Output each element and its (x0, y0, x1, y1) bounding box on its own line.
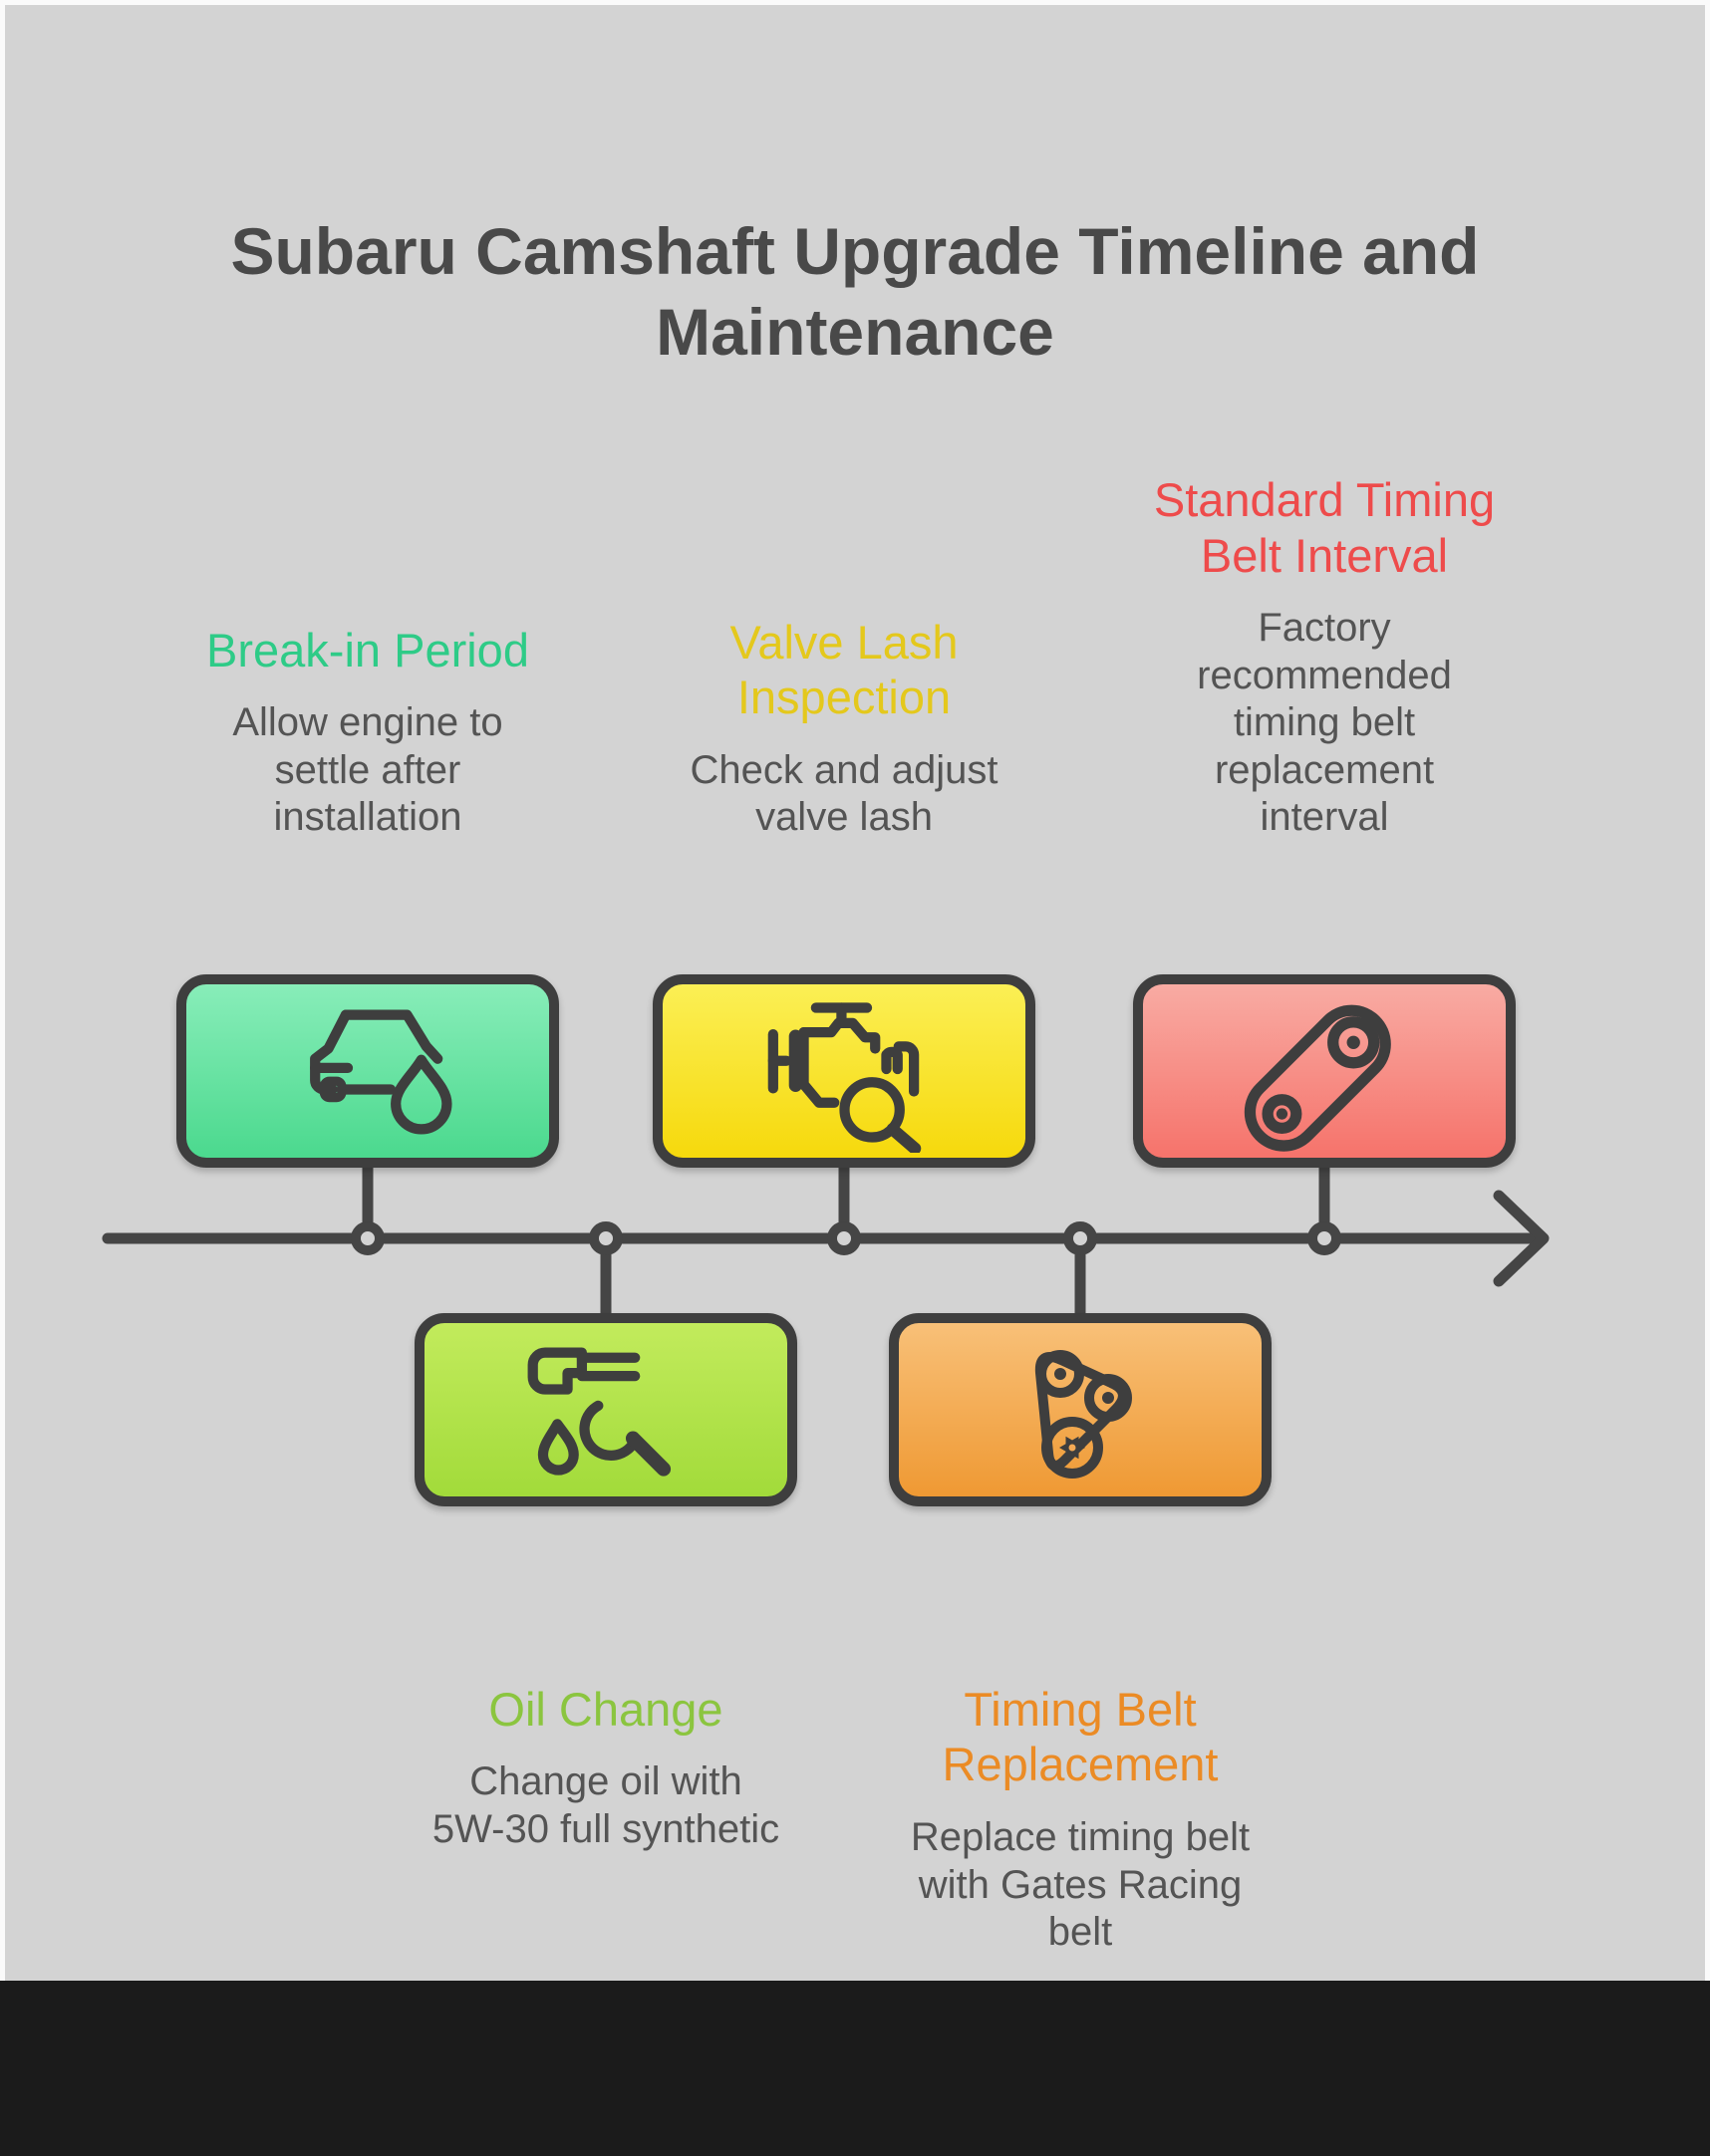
page-title: Subaru Camshaft Upgrade Timeline and Mai… (230, 214, 1480, 369)
milestone-text-oil-change: Oil Change Change oil with 5W-30 full sy… (417, 1682, 795, 1854)
belt-three-pulleys-icon (1034, 1350, 1132, 1479)
milestone-text-timing-belt-replacement: Timing Belt Replacement Replace timing b… (891, 1682, 1270, 1957)
milestone-title: Valve Lash Inspection (729, 615, 959, 724)
milestone-card-break-in-period (176, 974, 559, 1168)
milestone-description: Allow engine to settle after installatio… (232, 700, 503, 840)
engine-magnifier-shapes (767, 1002, 921, 1153)
belt-three-pulleys-shapes (1034, 1350, 1132, 1479)
milestone-description: Change oil with 5W-30 full synthetic (431, 1759, 780, 1852)
milestone-card-oil-change (415, 1313, 797, 1506)
milestone-description: Check and adjust valve lash (690, 747, 998, 840)
milestone-card-timing-belt-replacement (889, 1313, 1272, 1506)
belt-two-pulleys-icon (1244, 1004, 1391, 1152)
milestone-title: Oil Change (488, 1683, 723, 1736)
milestone-text-standard-timing-belt-interval: Standard Timing Belt Interval Factory re… (1135, 472, 1514, 842)
belt-two-pulleys-shapes (1244, 1004, 1391, 1152)
engine-magnifier-icon (767, 1002, 921, 1153)
milestone-description: Factory recommended timing belt replacem… (1197, 606, 1452, 840)
footer-bar (0, 1981, 1710, 2156)
car-oil-drop-shapes (309, 1009, 452, 1135)
milestone-card-valve-lash-inspection (653, 974, 1035, 1168)
milestone-card-standard-timing-belt-interval (1133, 974, 1516, 1168)
car-oil-drop-icon (309, 1009, 452, 1135)
milestone-title: Timing Belt Replacement (942, 1683, 1219, 1791)
milestone-text-break-in-period: Break-in Period Allow engine to settle a… (198, 623, 537, 842)
milestone-text-valve-lash-inspection: Valve Lash Inspection Check and adjust v… (655, 615, 1033, 842)
oil-nozzle-wrench-icon (527, 1347, 671, 1477)
milestone-title: Standard Timing Belt Interval (1153, 473, 1496, 582)
milestone-description: Replace timing belt with Gates Racing be… (910, 1814, 1251, 1955)
milestone-title: Break-in Period (206, 623, 529, 676)
oil-nozzle-wrench-shapes (527, 1347, 671, 1477)
